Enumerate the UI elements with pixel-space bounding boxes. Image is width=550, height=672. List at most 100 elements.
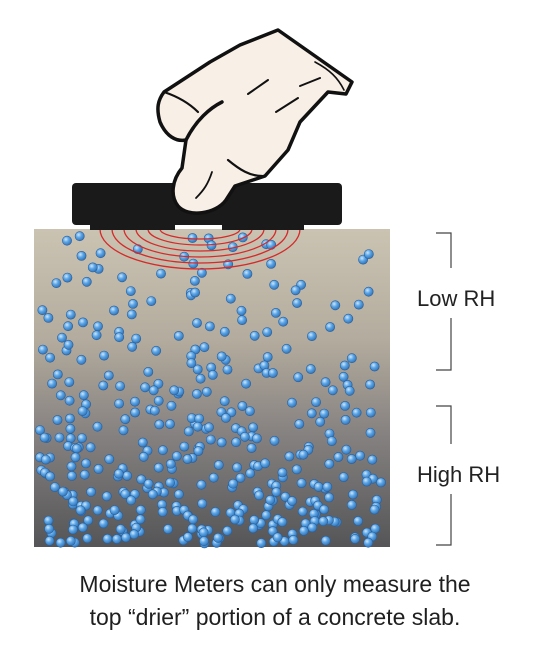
moisture-droplet	[344, 385, 355, 396]
moisture-droplet	[138, 451, 149, 462]
moisture-droplet	[81, 276, 92, 287]
moisture-droplet	[183, 426, 194, 437]
moisture-droplet	[320, 535, 331, 546]
moisture-droplet	[79, 469, 90, 480]
moisture-droplet	[326, 436, 337, 446]
moisture-droplet	[182, 532, 193, 542]
moisture-droplet	[77, 433, 87, 443]
moisture-droplet	[65, 413, 75, 424]
moisture-droplet	[284, 451, 295, 462]
moisture-droplet	[63, 339, 74, 350]
moisture-droplet	[213, 532, 223, 543]
moisture-droplet	[196, 479, 207, 490]
moisture-droplet	[128, 298, 138, 309]
moisture-droplet	[348, 489, 358, 500]
moisture-droplet	[93, 321, 103, 332]
moisture-droplet	[267, 368, 278, 378]
moisture-droplet	[325, 322, 335, 332]
moisture-droplet	[313, 481, 324, 492]
moisture-droplet	[290, 285, 301, 296]
moisture-droplet	[157, 445, 168, 456]
moisture-droplets	[35, 231, 386, 549]
moisture-droplet	[199, 536, 209, 546]
moisture-droplet	[62, 272, 73, 283]
moisture-droplet	[153, 395, 164, 406]
moisture-droplet	[39, 432, 50, 443]
high-rh-label: High RH	[417, 462, 501, 487]
moisture-droplet	[76, 250, 87, 261]
moisture-droplet	[196, 267, 207, 278]
moisture-droplet	[272, 532, 283, 543]
moisture-droplet	[307, 522, 318, 533]
moisture-droplet	[266, 258, 276, 269]
moisture-droplet	[121, 532, 131, 543]
moisture-droplet	[198, 527, 209, 538]
moisture-droplet	[149, 405, 160, 416]
moisture-droplet	[117, 272, 127, 283]
moisture-droplet	[120, 414, 131, 425]
moisture-droplet	[237, 401, 248, 411]
moisture-droplet	[151, 345, 162, 356]
moisture-droplet	[82, 533, 93, 544]
moisture-droplet	[43, 312, 54, 323]
moisture-droplet	[346, 353, 357, 364]
moisture-droplet	[45, 471, 55, 482]
moisture-droplet	[109, 505, 120, 515]
moisture-droplet	[248, 523, 258, 534]
moisture-droplet	[293, 372, 304, 383]
moisture-droplet	[327, 385, 338, 396]
moisture-droplet	[288, 535, 299, 545]
moisture-droplet	[291, 464, 302, 475]
moisture-droplet	[52, 415, 63, 425]
moisture-droplet	[70, 452, 81, 463]
moisture-droplet	[249, 330, 260, 341]
moisture-droplet	[77, 406, 88, 416]
low-rh-label: Low RH	[417, 286, 496, 311]
moisture-droplet	[261, 510, 272, 521]
moisture-droplet	[93, 463, 104, 474]
moisture-droplet	[114, 332, 125, 343]
moisture-droplet	[281, 343, 292, 354]
moisture-droplet	[154, 419, 165, 430]
moisture-droplet	[256, 538, 267, 548]
moisture-droplet	[35, 425, 45, 435]
moisture-droplet	[346, 499, 357, 510]
moisture-droplet	[156, 268, 166, 279]
moisture-droplet	[187, 233, 198, 243]
moisture-droplet	[277, 467, 288, 478]
moisture-droplet	[66, 461, 77, 472]
moisture-droplet	[340, 414, 351, 425]
moisture-droplet	[40, 454, 51, 465]
moisture-droplet	[76, 354, 87, 365]
moisture-droplet	[324, 458, 335, 469]
moisture-droplet	[219, 396, 230, 407]
moisture-droplet	[127, 341, 138, 352]
moisture-droplet	[81, 458, 91, 469]
moisture-droplet	[204, 321, 215, 332]
moisture-droplet	[64, 395, 75, 406]
moisture-droplet	[235, 472, 246, 483]
moisture-droplet	[78, 390, 89, 401]
moisture-droplet	[210, 506, 221, 517]
moisture-droplet	[351, 407, 362, 418]
moisture-droplet	[241, 378, 251, 389]
low-rh-bracket	[436, 232, 452, 371]
moisture-droplet	[113, 468, 124, 479]
moisture-droplet	[58, 486, 68, 497]
moisture-droplet	[249, 515, 259, 525]
moisture-droplet	[78, 317, 88, 328]
moisture-droplet	[228, 478, 238, 489]
moisture-droplet	[166, 400, 177, 411]
moisture-droplet	[147, 489, 158, 500]
moisture-droplet	[37, 305, 48, 316]
moisture-droplet	[341, 444, 352, 455]
moisture-droplet	[208, 472, 219, 483]
moisture-droplet	[296, 478, 307, 488]
signal-rings	[99, 228, 301, 270]
moisture-droplet	[51, 278, 62, 288]
moisture-droplet	[333, 452, 344, 462]
moisture-droplet	[43, 515, 54, 526]
moisture-droplet	[173, 489, 184, 500]
moisture-droplet	[248, 422, 258, 433]
moisture-droplet	[165, 477, 175, 488]
